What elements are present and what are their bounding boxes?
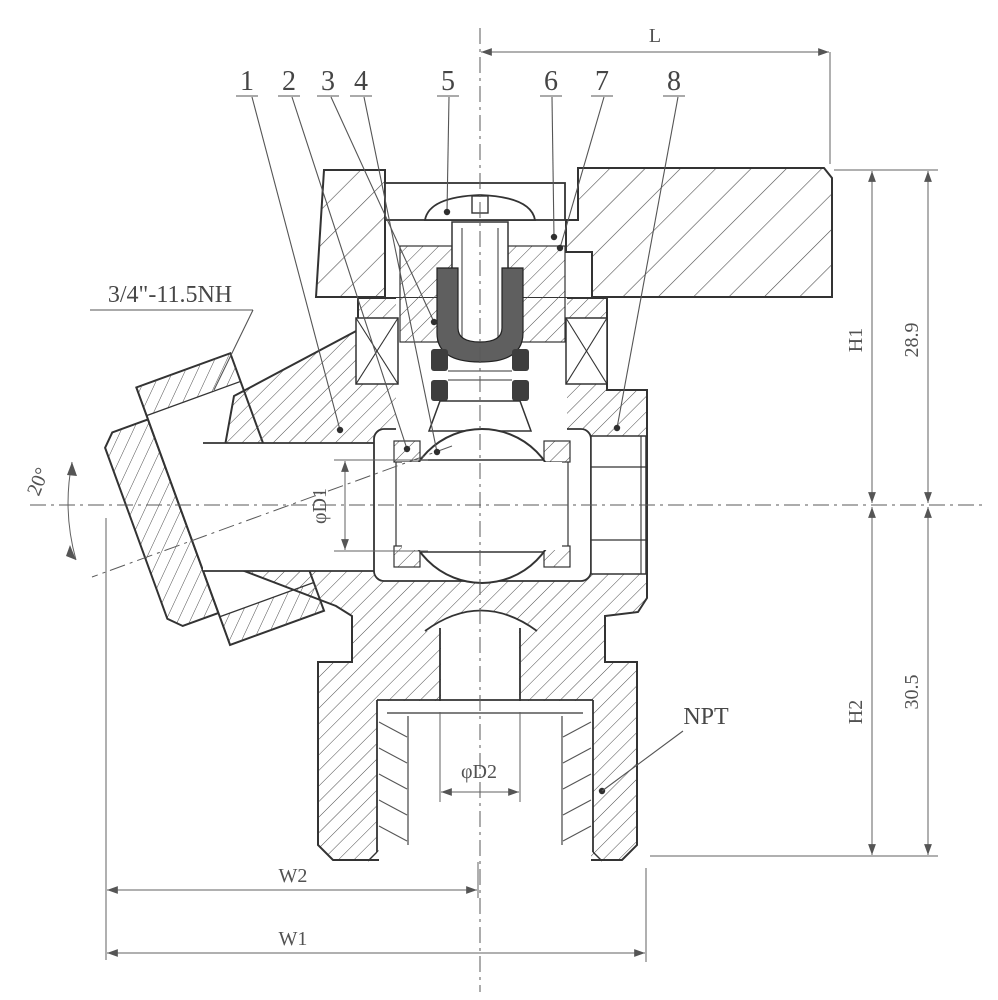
ball [402,428,562,584]
inlet-passage [203,443,397,571]
part-callout-7: 7 [595,66,609,97]
o-ring [512,380,529,401]
leader-dots [336,208,621,795]
dim-D2-label: φD2 [461,761,497,783]
outlet-seat-dome [424,609,538,632]
npt-bore [333,699,622,864]
gland-left [355,317,399,385]
part-callout-2: 2 [282,66,296,97]
part-leaders [236,95,685,453]
gland-right [565,317,608,385]
centerlines [30,28,985,992]
part-callout-5: 5 [441,66,455,97]
handle-lever [314,167,833,298]
dim-angle-arc [67,461,77,561]
part-callout-3: 3 [321,66,335,97]
handle-grip-left [314,169,386,298]
part-callout-8: 8 [667,66,681,97]
hose-thread-label: 3/4"-11.5NH [108,282,232,308]
part-callout-4: 4 [354,66,368,97]
dim-W2-label: W2 [279,865,308,887]
hose-axis-centerline [91,445,453,578]
nut-top-facet [136,353,241,416]
dim-angle-label: 20° [23,465,54,499]
dim-H2-label: H2 [845,700,867,724]
dim-L-label: L [649,25,661,47]
o-ring [512,349,529,371]
nut-bottom-facet [219,582,325,645]
dim-28.9-label: 28.9 [901,323,923,358]
part-callout-6: 6 [544,66,558,97]
packing-seal [436,267,524,363]
handle-bar-right [565,167,833,298]
o-ring [431,349,448,371]
dim-D1-label: φD1 [309,488,331,524]
dim-30.5-label: 30.5 [901,675,923,710]
o-ring [431,380,448,401]
dim-W1-label: W1 [279,928,308,950]
dimensions [66,48,938,962]
dim-H1-label: H1 [845,328,867,352]
npt-thread-label: NPT [683,704,729,730]
part-callout-1: 1 [240,66,254,97]
